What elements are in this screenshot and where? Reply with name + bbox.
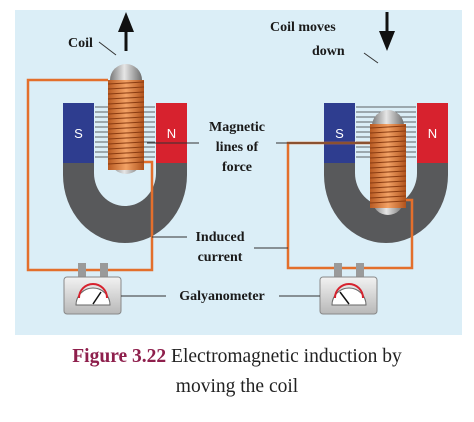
galvanometer-right xyxy=(319,263,378,315)
south-pole-left xyxy=(63,103,94,163)
south-pole-label-right: S xyxy=(335,126,344,141)
caption-text-1: Electromagnetic induction by xyxy=(171,346,402,367)
south-pole-label-left: S xyxy=(74,126,83,141)
up-arrow-icon xyxy=(118,12,134,51)
induced-label: Induced xyxy=(195,230,244,245)
north-pole-label-right: N xyxy=(428,126,437,141)
south-pole-right xyxy=(324,103,355,163)
galvanometer-label: Galyanometer xyxy=(179,289,265,304)
right-setup: S N Coil moves down xyxy=(270,12,448,315)
horseshoe-magnet-right xyxy=(324,163,448,243)
horseshoe-magnet-left xyxy=(63,163,187,243)
coil-turns-right xyxy=(369,125,407,204)
figure-caption: Figure 3.22 Electromagnetic induction by… xyxy=(0,342,474,402)
north-pole-left xyxy=(156,103,187,163)
figure-number: Figure 3.22 xyxy=(72,346,167,367)
wire-left xyxy=(26,78,154,272)
coil-moves-leader-line xyxy=(363,52,379,64)
left-setup: S N xyxy=(26,12,187,315)
coil-label: Coil xyxy=(68,36,93,51)
lines-of-label: lines of xyxy=(216,140,259,155)
coil-moves-label: Coil moves xyxy=(270,20,336,35)
coil-winding-left xyxy=(108,80,144,170)
caption-line-2: moving the coil xyxy=(175,376,299,397)
caption-line-1: Figure 3.22 Electromagnetic induction by xyxy=(0,342,474,372)
induction-diagram: S N xyxy=(15,10,462,335)
galvanometer-left xyxy=(63,263,122,315)
down-label: down xyxy=(312,44,345,59)
coil-turns-left xyxy=(107,81,145,165)
north-pole-label-left: N xyxy=(167,126,176,141)
coil-leader-line xyxy=(98,41,117,56)
magnetic-label: Magnetic xyxy=(209,120,265,135)
down-arrow-icon xyxy=(379,12,395,51)
current-label: current xyxy=(198,250,243,265)
north-pole-right xyxy=(417,103,448,163)
force-label: force xyxy=(222,160,252,175)
